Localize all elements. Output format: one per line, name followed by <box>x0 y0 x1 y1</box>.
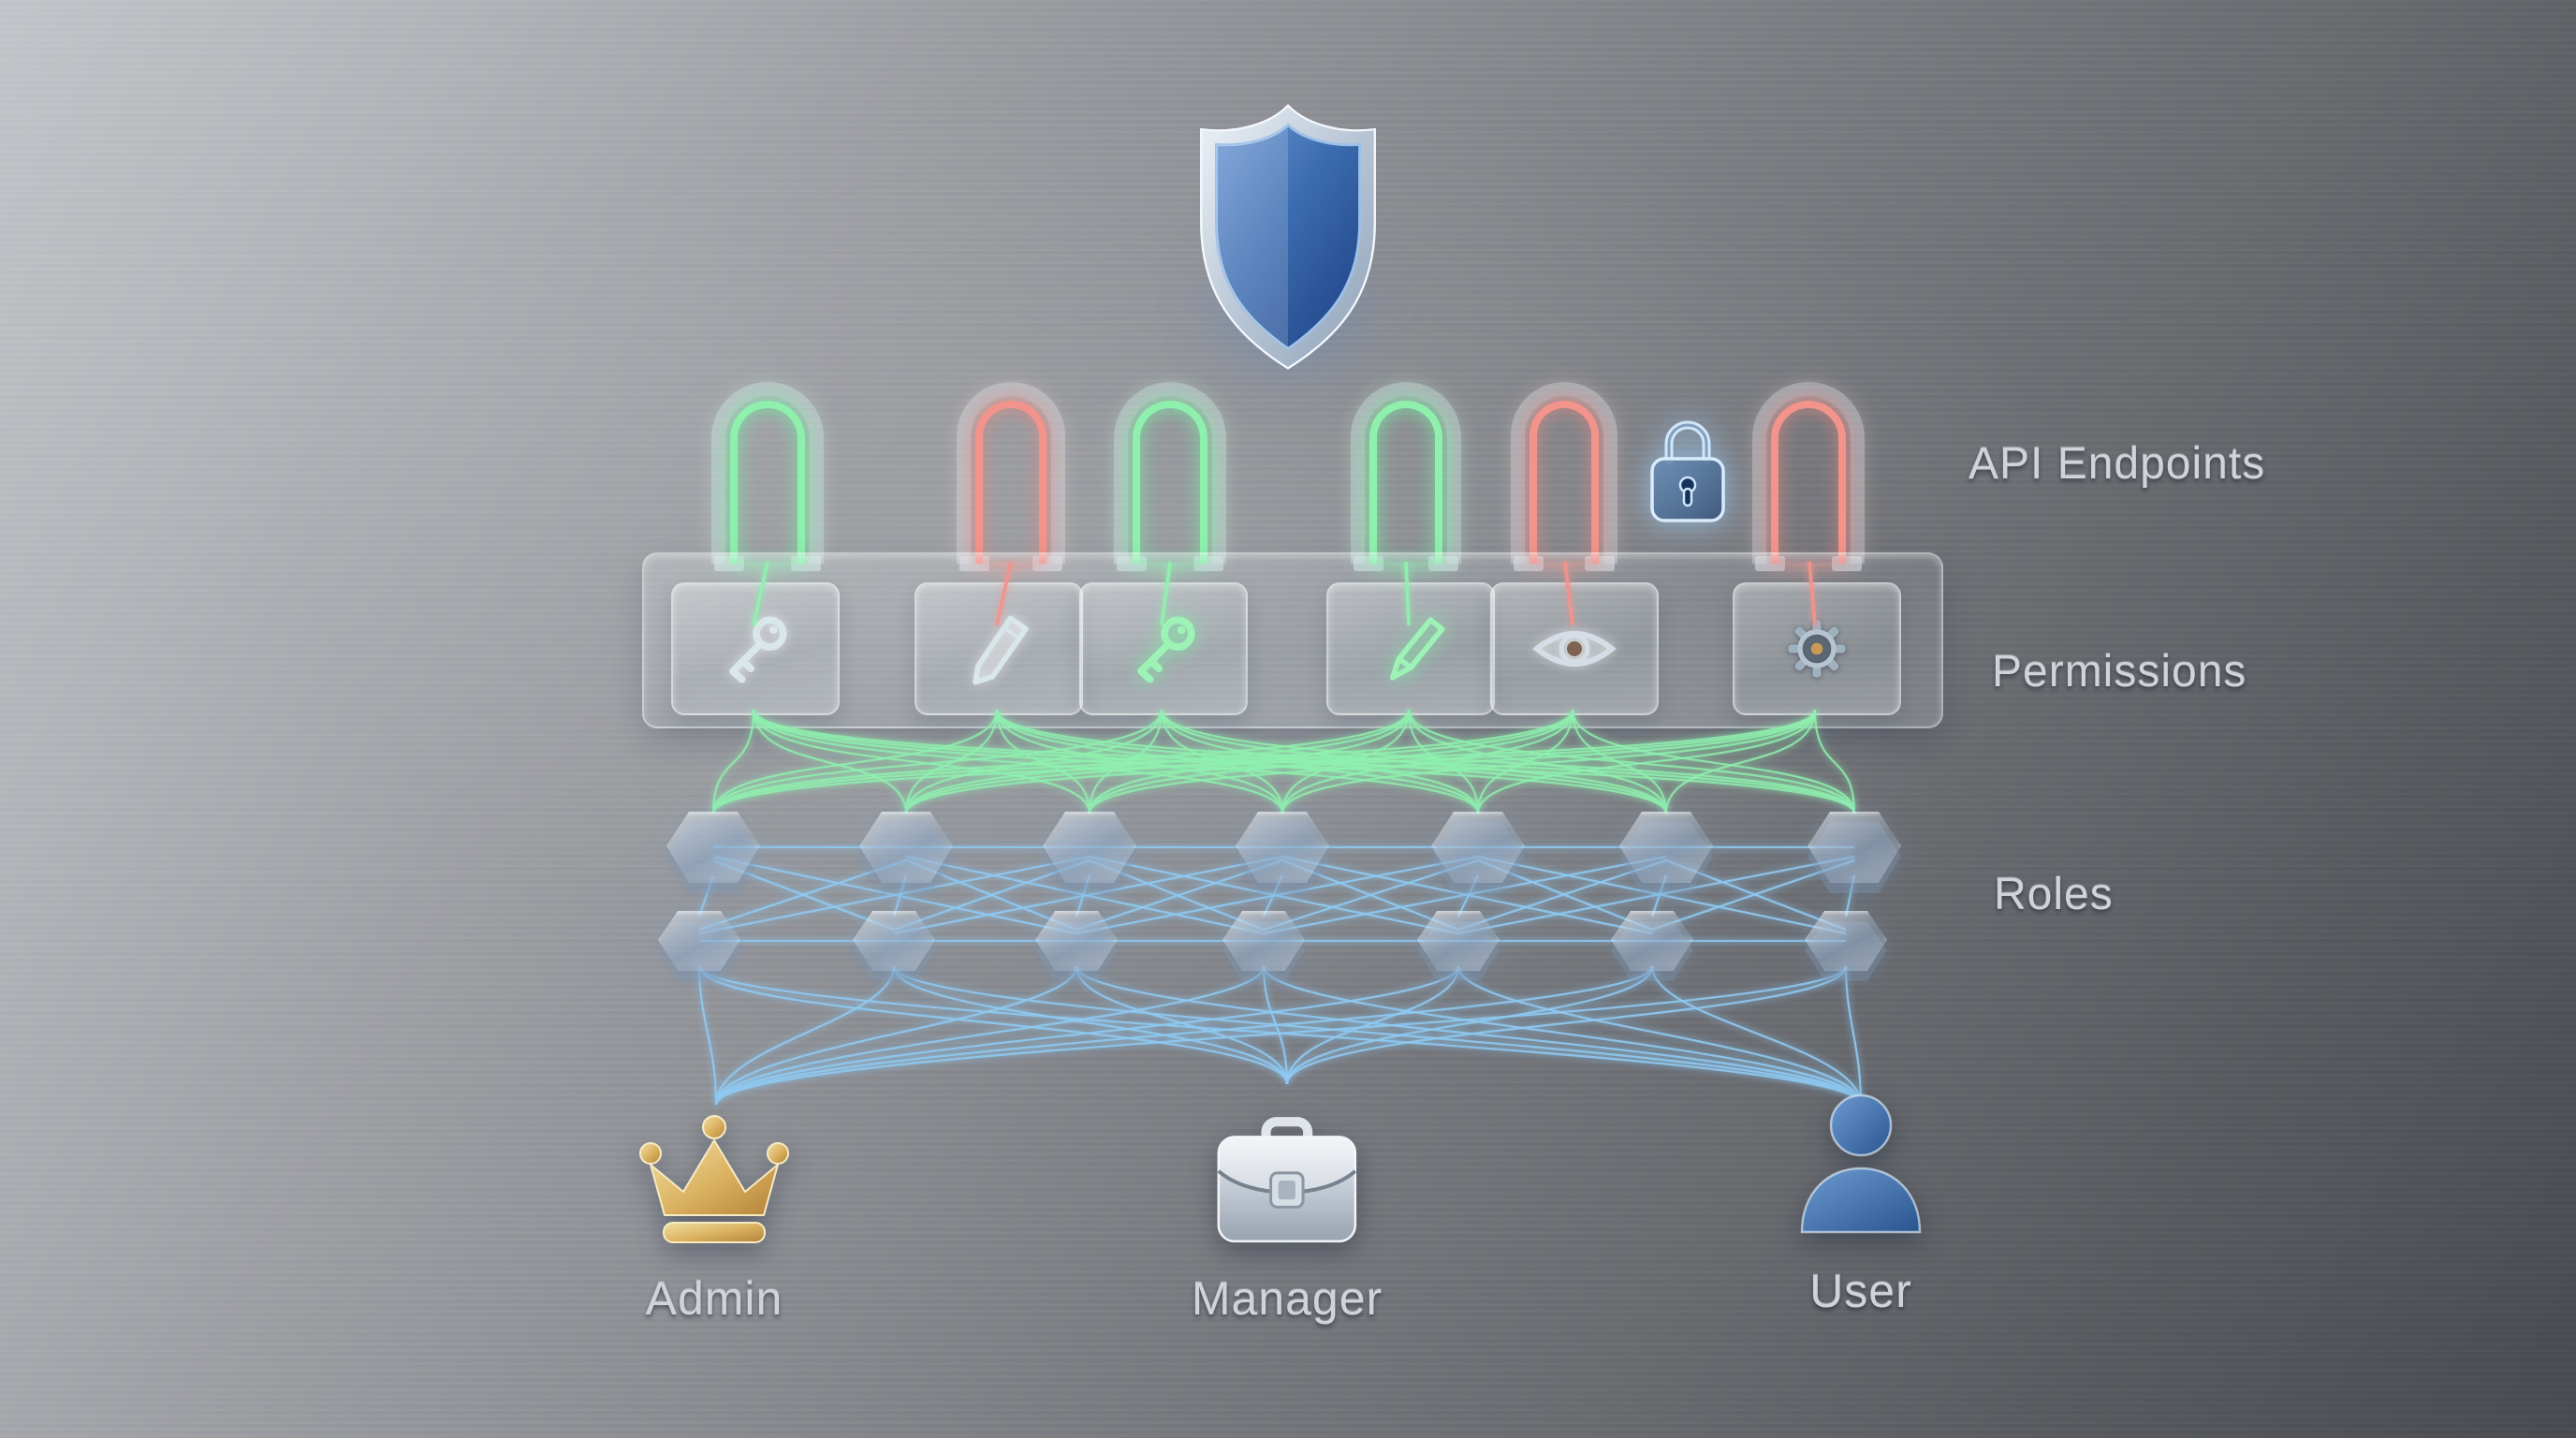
arch-neon-tube <box>1771 401 1846 564</box>
permission-tile <box>915 582 1083 715</box>
eye-icon <box>1532 631 1617 667</box>
security-shield-icon <box>1178 101 1398 377</box>
pen-icon <box>1389 617 1445 681</box>
gear-icon <box>1788 620 1846 678</box>
endpoint-arch-icon <box>1114 382 1226 571</box>
arch-neon-tube <box>975 401 1046 564</box>
actor-manager: Manager <box>1192 1110 1383 1326</box>
permission-tile <box>1079 582 1248 715</box>
endpoint-arch-icon <box>957 382 1065 571</box>
endpoint-arch-icon <box>711 382 824 571</box>
briefcase-icon <box>1210 1110 1364 1247</box>
permission-tile <box>671 582 840 715</box>
actor-user: User <box>1791 1093 1931 1318</box>
layer-label-permissions: Permissions <box>1992 647 2247 697</box>
role-node-hexagon <box>1611 911 1693 981</box>
actor-label: Admin <box>645 1272 783 1325</box>
role-node-hexagon <box>1236 812 1329 893</box>
actor-label: Manager <box>1191 1272 1383 1325</box>
role-node-hexagon <box>1222 911 1305 981</box>
permission-tile <box>1326 582 1495 715</box>
role-node-hexagon <box>1619 812 1713 893</box>
role-node-hexagon <box>1035 911 1118 981</box>
key-icon <box>729 616 787 683</box>
role-node-hexagon <box>853 911 935 981</box>
permission-tile <box>1733 582 1901 715</box>
arch-neon-tube <box>1133 401 1208 564</box>
endpoint-arch-icon <box>1752 382 1865 571</box>
pencil-icon <box>973 615 1029 685</box>
arch-glass <box>1752 382 1865 571</box>
role-node-hexagon <box>666 812 760 893</box>
role-node-hexagon <box>1808 812 1901 893</box>
actor-admin: Admin <box>627 1110 801 1326</box>
actor-label: User <box>1809 1265 1912 1317</box>
arch-glass <box>711 382 824 571</box>
role-node-hexagon <box>859 812 953 893</box>
layer-label-roles: Roles <box>1994 870 2114 919</box>
endpoint-arch-icon <box>1351 382 1461 571</box>
role-node-hexagon <box>1431 812 1525 893</box>
endpoint-arch-icon <box>1511 382 1617 571</box>
arch-neon-tube <box>1530 401 1599 564</box>
arch-neon-tube <box>730 401 805 564</box>
arch-glass <box>1511 382 1617 571</box>
crown-icon <box>627 1110 801 1247</box>
role-node-hexagon <box>1805 911 1887 981</box>
permissions-panel <box>642 552 1943 728</box>
lock-icon <box>1645 406 1731 531</box>
person-icon <box>1791 1093 1931 1240</box>
key-icon <box>1137 616 1195 683</box>
arch-glass <box>1351 382 1461 571</box>
layer-label-api-endpoints: API Endpoints <box>1969 439 2266 489</box>
arch-neon-tube <box>1369 401 1442 564</box>
role-node-hexagon <box>1417 911 1500 981</box>
role-node-hexagon <box>658 911 740 981</box>
permission-tile <box>1490 582 1659 715</box>
role-node-hexagon <box>1043 812 1136 893</box>
